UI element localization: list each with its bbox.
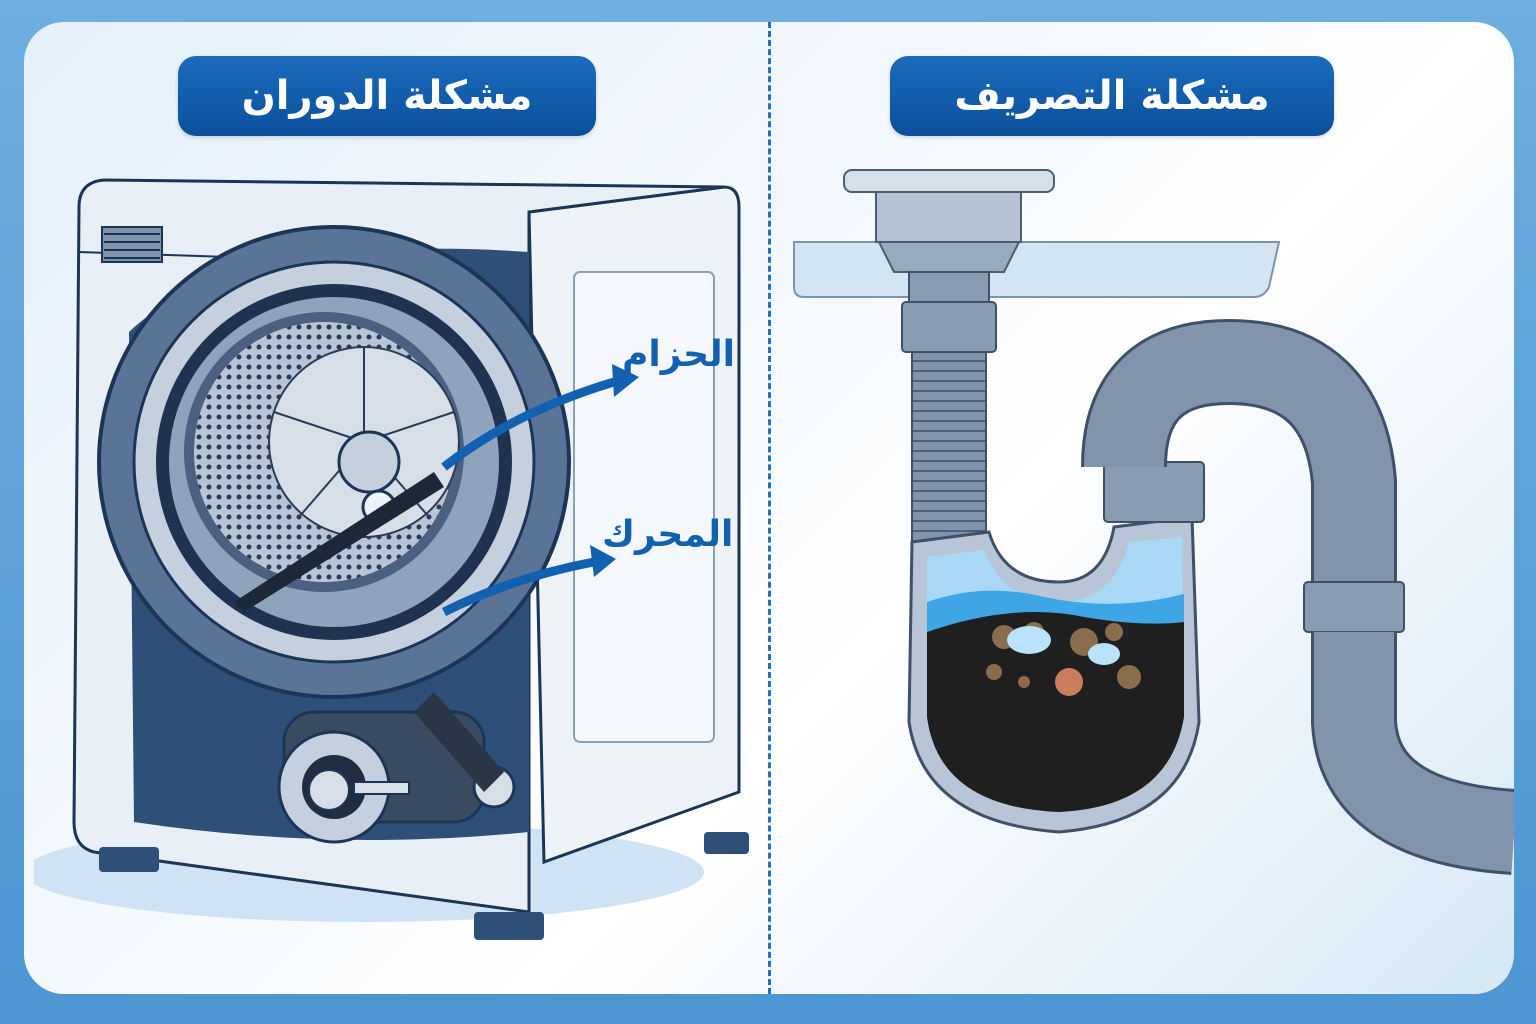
spin-problem-title: مشكلة الدوران	[178, 56, 596, 136]
drain-pipe-illustration	[793, 169, 1514, 875]
motor-callout-label: المحرك	[602, 514, 734, 555]
washing-machine-illustration	[34, 178, 749, 940]
drain-problem-title: مشكلة التصريف	[890, 56, 1334, 136]
belt-callout-label: الحزام	[622, 334, 735, 375]
panel-divider	[768, 22, 771, 994]
infographic-card: مشكلة الدوران مشكلة التصريف	[24, 22, 1514, 994]
